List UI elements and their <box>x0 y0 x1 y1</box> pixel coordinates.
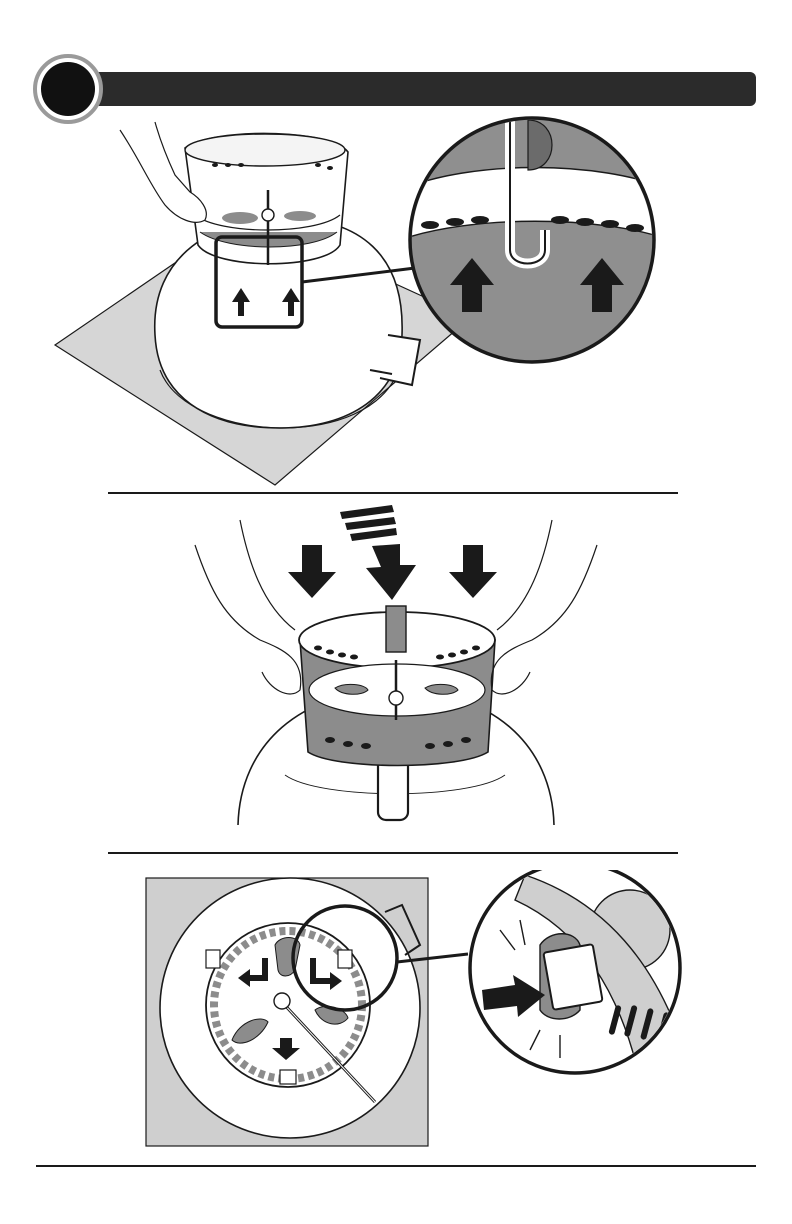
down-arrow-icon <box>288 545 336 598</box>
down-arrow-icon <box>340 505 416 600</box>
header-bar <box>60 72 756 106</box>
charcoal-ring <box>299 606 495 766</box>
step-badge <box>41 62 95 116</box>
hand-right <box>497 520 552 630</box>
footer-rule <box>36 1165 756 1167</box>
figure-1-lift-ring <box>0 110 792 490</box>
section-divider <box>108 852 678 854</box>
hand-left <box>240 520 295 630</box>
charcoal-ring <box>185 133 348 265</box>
zoom-circle <box>470 870 690 1080</box>
down-arrow-icon <box>449 545 497 598</box>
hand-right <box>491 545 597 694</box>
section-divider <box>108 492 678 494</box>
figure-2-press-ring <box>0 500 792 830</box>
hand-left <box>195 545 301 694</box>
figure-3-twist-lock <box>0 870 792 1160</box>
kettle-handle <box>378 758 408 820</box>
